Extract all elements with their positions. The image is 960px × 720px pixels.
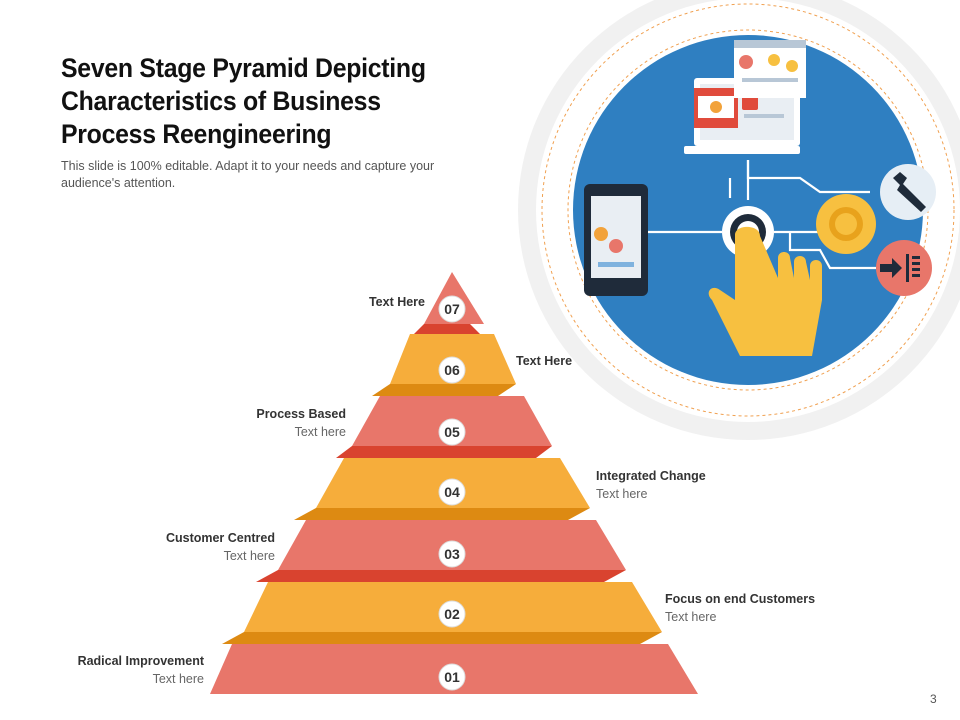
tier-heading-04: Integrated Change xyxy=(596,467,706,485)
tier-heading-07: Text Here xyxy=(369,293,425,311)
tier-heading-01: Radical Improvement xyxy=(78,652,204,670)
tier-number-04: 04 xyxy=(444,484,460,500)
tier-heading-03: Customer Centred xyxy=(166,529,275,547)
page-number: 3 xyxy=(930,692,937,706)
tier-number-02: 02 xyxy=(444,606,460,622)
tier-label-01: Radical Improvement Text here xyxy=(78,652,204,688)
tier-number-03: 03 xyxy=(444,546,460,562)
tier-label-06: Text Here xyxy=(516,352,572,370)
tier-sub-04: Text here xyxy=(596,485,706,503)
tier-sub-02: Text here xyxy=(665,608,815,626)
tier-heading-02: Focus on end Customers xyxy=(665,590,815,608)
tier-heading-06: Text Here xyxy=(516,352,572,370)
tier-label-05: Process Based Text here xyxy=(256,405,346,441)
tier-number-05: 05 xyxy=(444,424,460,440)
tier-sub-01: Text here xyxy=(78,670,204,688)
tier-sub-05: Text here xyxy=(256,423,346,441)
tier-heading-05: Process Based xyxy=(256,405,346,423)
tier-label-07: Text Here xyxy=(369,293,425,311)
tier-label-02: Focus on end Customers Text here xyxy=(665,590,815,626)
tier-number-01: 01 xyxy=(444,669,460,685)
tier-label-04: Integrated Change Text here xyxy=(596,467,706,503)
tier-number-07: 07 xyxy=(444,301,460,317)
tier-label-03: Customer Centred Text here xyxy=(166,529,275,565)
tier-sub-03: Text here xyxy=(166,547,275,565)
tier-number-06: 06 xyxy=(444,362,460,378)
